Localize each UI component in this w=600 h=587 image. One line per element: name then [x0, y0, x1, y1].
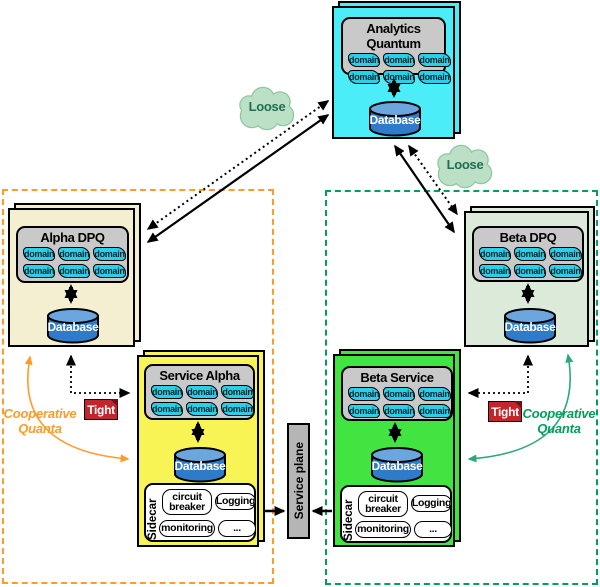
- beta-service-box: Beta Service domain domain domain domain…: [333, 349, 461, 547]
- domain-chip: domain: [383, 387, 416, 401]
- domain-chip: domain: [348, 70, 381, 84]
- beta-service-title: Beta Service: [360, 370, 434, 385]
- service-alpha-domain-chips: domain domain domain domain domain domai…: [146, 383, 254, 416]
- domain-chip: domain: [383, 70, 416, 84]
- beta-dpq-database: Database: [502, 307, 558, 345]
- domain-chip: domain: [348, 387, 381, 401]
- analytics-quantum-title: Analytics Quantum: [366, 21, 421, 51]
- database-label: Database: [504, 320, 556, 334]
- alpha-dpq-box-face: Alpha DPQ domain domain domain domain do…: [8, 208, 135, 347]
- more-pill: ...: [218, 520, 256, 537]
- analytics-domain-panel: Analytics Quantum domain domain domain d…: [341, 17, 451, 84]
- domain-chip: domain: [418, 70, 451, 84]
- database-cylinder-icon: [371, 447, 423, 483]
- beta-dpq-title: Beta DPQ: [499, 230, 557, 245]
- loose-label: Loose: [446, 157, 484, 172]
- domain-chip: domain: [221, 402, 254, 416]
- beta-dpq-domain-panel: Beta DPQ domain domain domain domain dom…: [472, 226, 584, 282]
- domain-chip: domain: [58, 247, 91, 261]
- alpha-dpq-domain-chips: domain domain domain domain domain domai…: [18, 245, 127, 278]
- circuit-breaker-pill: circuit breaker: [358, 491, 408, 517]
- database-label: Database: [47, 320, 99, 334]
- alpha-quanta-region: [2, 189, 274, 584]
- domain-chip: domain: [418, 404, 451, 418]
- beta-dpq-box-face: Beta DPQ domain domain domain domain dom…: [464, 211, 589, 347]
- domain-chip: domain: [221, 385, 254, 399]
- cooperative-quanta-label-left: Cooperative Quanta: [3, 406, 77, 436]
- domain-chip: domain: [348, 53, 381, 67]
- sidecar-label: Sidecar: [343, 499, 355, 541]
- logging-pill: Logging: [215, 493, 256, 510]
- alpha-dpq-box: Alpha DPQ domain domain domain domain do…: [8, 203, 141, 347]
- circuit-breaker-pill: circuit breaker: [162, 489, 212, 515]
- service-plane: Service plane: [287, 423, 310, 539]
- domain-chip: domain: [479, 264, 512, 278]
- domain-chip: domain: [418, 387, 451, 401]
- domain-chip: domain: [58, 264, 91, 278]
- domain-chip: domain: [549, 264, 582, 278]
- monitoring-pill: monitoring: [355, 521, 411, 538]
- loose-coupling-cloud-left: Loose: [236, 85, 298, 131]
- domain-chip: domain: [93, 264, 126, 278]
- database-cylinder-icon: [174, 447, 226, 483]
- loose-coupling-cloud-right: Loose: [434, 143, 496, 189]
- beta-service-database: Database: [369, 446, 425, 484]
- tight-coupling-badge-right: Tight: [488, 401, 522, 422]
- database-label: Database: [174, 459, 226, 473]
- beta-service-domain-panel: Beta Service domain domain domain domain…: [341, 366, 453, 421]
- domain-chip: domain: [549, 247, 582, 261]
- service-alpha-database: Database: [172, 446, 228, 484]
- alpha-dpq-database: Database: [45, 307, 101, 345]
- logging-pill: Logging: [411, 495, 452, 512]
- tight-coupling-badge-left: Tight: [84, 399, 118, 420]
- database-label: Database: [371, 459, 423, 473]
- domain-chip: domain: [186, 402, 219, 416]
- beta-service-sidecar: Sidecar circuit breaker Logging monitori…: [340, 485, 452, 543]
- cooperative-quanta-label-right: Cooperative Quanta: [522, 406, 596, 436]
- database-cylinder-icon: [47, 308, 99, 344]
- loose-label: Loose: [248, 99, 286, 114]
- domain-chip: domain: [348, 404, 381, 418]
- domain-chip: domain: [514, 264, 547, 278]
- analytics-domain-chips: domain domain domain domain domain domai…: [343, 51, 451, 84]
- more-pill: ...: [414, 521, 452, 538]
- alpha-dpq-title: Alpha DPQ: [40, 230, 105, 245]
- tight-label: Tight: [87, 402, 115, 417]
- domain-chip: domain: [418, 53, 451, 67]
- domain-chip: domain: [151, 385, 184, 399]
- domain-chip: domain: [93, 247, 126, 261]
- domain-chip: domain: [186, 385, 219, 399]
- domain-chip: domain: [383, 404, 416, 418]
- beta-service-domain-chips: domain domain domain domain domain domai…: [343, 385, 451, 418]
- analytics-database: Database: [367, 100, 423, 138]
- tight-label: Tight: [491, 404, 519, 419]
- service-alpha-title: Service Alpha: [159, 368, 240, 383]
- service-alpha-domain-panel: Service Alpha domain domain domain domai…: [144, 364, 255, 420]
- database-cylinder-icon: [504, 308, 556, 344]
- beta-quanta-region: [325, 190, 598, 585]
- analytics-quantum-box: Analytics Quantum domain domain domain d…: [332, 1, 461, 139]
- database-label: Database: [369, 113, 421, 127]
- service-plane-label: Service plane: [291, 442, 306, 520]
- domain-chip: domain: [23, 247, 56, 261]
- service-alpha-box: Service Alpha domain domain domain domai…: [137, 350, 265, 547]
- beta-dpq-domain-chips: domain domain domain domain domain domai…: [474, 245, 582, 278]
- domain-chip: domain: [514, 247, 547, 261]
- service-alpha-box-face: Service Alpha domain domain domain domai…: [137, 355, 259, 547]
- beta-service-box-face: Beta Service domain domain domain domain…: [333, 354, 455, 547]
- analytics-quantum-box-face: Analytics Quantum domain domain domain d…: [332, 6, 455, 139]
- domain-chip: domain: [479, 247, 512, 261]
- domain-chip: domain: [383, 53, 416, 67]
- beta-dpq-box: Beta DPQ domain domain domain domain dom…: [464, 206, 595, 347]
- monitoring-pill: monitoring: [159, 520, 215, 537]
- sidecar-label: Sidecar: [147, 498, 159, 540]
- domain-chip: domain: [23, 264, 56, 278]
- domain-chip: domain: [151, 402, 184, 416]
- database-cylinder-icon: [369, 101, 421, 137]
- alpha-dpq-domain-panel: Alpha DPQ domain domain domain domain do…: [16, 226, 129, 283]
- service-alpha-sidecar: Sidecar circuit breaker Logging monitori…: [144, 483, 256, 542]
